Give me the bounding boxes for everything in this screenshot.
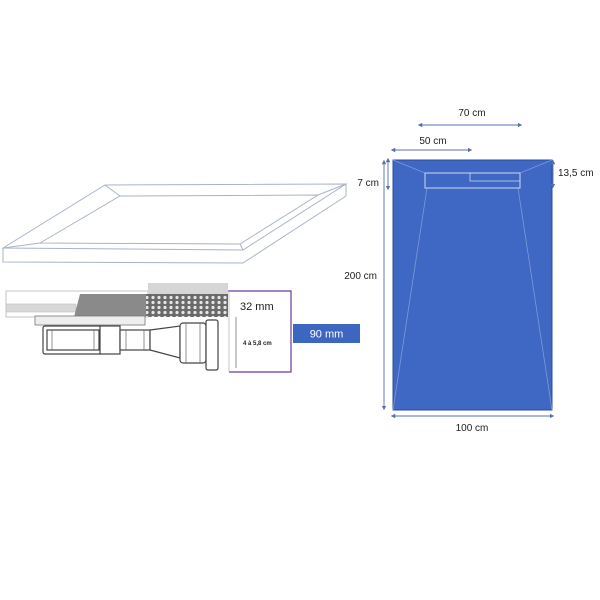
outlet-badge: 90 mm	[293, 324, 360, 343]
grate-offset-label: 7 cm	[357, 178, 379, 189]
height-range-label: 4 à 5,8 cm	[243, 341, 272, 347]
tray-perspective-inner	[38, 194, 320, 245]
length-label: 200 cm	[344, 271, 377, 282]
outlet-badge-label: 90 mm	[310, 329, 344, 341]
tiled-slab	[74, 294, 148, 317]
tray-plan-view	[392, 159, 553, 411]
drain-body-details	[51, 323, 201, 363]
grate-depth-label: 13,5 cm	[558, 168, 594, 179]
tray-edge-section	[5, 303, 77, 313]
height-top-label: 32 mm	[240, 301, 274, 313]
drain-grate	[34, 315, 146, 326]
drain-section-view: 32 mm 4 à 5,8 cm	[5, 283, 292, 373]
drain-body	[42, 319, 219, 371]
width-label: 100 cm	[456, 423, 489, 434]
hex-mesh	[146, 294, 228, 317]
tray-perspective-drawing	[1, 183, 348, 264]
drain-grate-plan	[424, 172, 521, 189]
hex-mesh-top	[148, 283, 228, 294]
plan-dimension-lines	[381, 122, 556, 419]
grate-outer-width-label: 70 cm	[458, 108, 485, 119]
tray-perspective-front-edge	[2, 184, 347, 264]
drain-grate-plan-inner	[469, 173, 520, 182]
grate-inner-width-label: 50 cm	[419, 136, 446, 147]
height-bracket	[228, 290, 292, 373]
tray-perspective-outer	[1, 183, 348, 251]
tray-perspective-corner-lines	[2, 183, 347, 251]
tray-plan-surface	[392, 159, 553, 411]
